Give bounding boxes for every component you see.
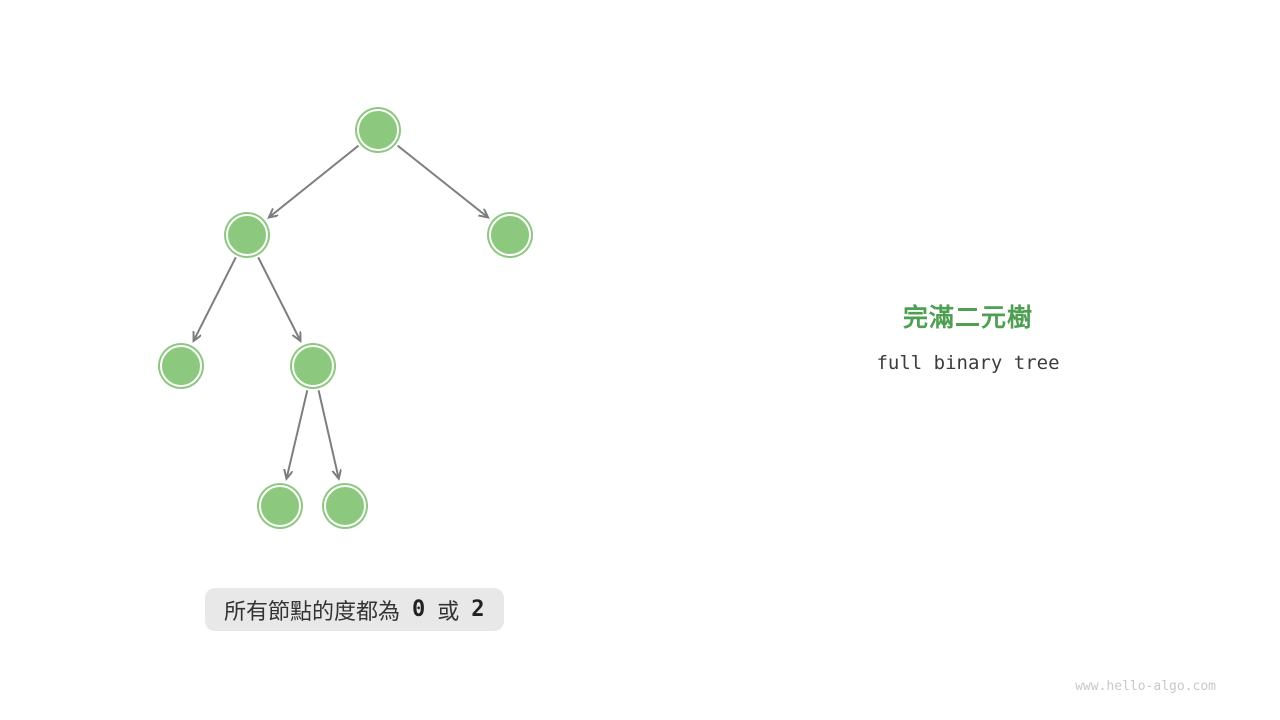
side-panel: 完滿二元樹 full binary tree (838, 298, 1098, 374)
watermark: www.hello-algo.com (1075, 679, 1216, 694)
caption-prefix: 所有節點的度都為 (224, 598, 401, 624)
caption-conjunction: 或 (437, 598, 460, 624)
tree-svg (158, 107, 533, 529)
diagram-title: 完滿二元樹 (902, 304, 1033, 332)
tree-edge (194, 256, 237, 340)
caption-box: 所有節點的度都為 0 或 2 (205, 588, 504, 631)
tree-node (322, 483, 368, 529)
edges-layer (194, 144, 488, 478)
tree-edge (317, 390, 339, 477)
nodes-layer (158, 107, 533, 529)
tree-node (224, 212, 270, 258)
tree-edge (270, 144, 360, 217)
tree-node (257, 483, 303, 529)
tree-node (290, 343, 336, 389)
tree-node (487, 212, 533, 258)
diagram-subtitle: full binary tree (876, 352, 1060, 374)
caption-value-1: 0 (412, 597, 426, 622)
tree-edge (396, 144, 488, 217)
tree-node (158, 343, 204, 389)
tree-node (355, 107, 401, 153)
caption-value-2: 2 (471, 597, 485, 622)
tree-edge (287, 390, 309, 478)
tree-edge (257, 256, 300, 340)
